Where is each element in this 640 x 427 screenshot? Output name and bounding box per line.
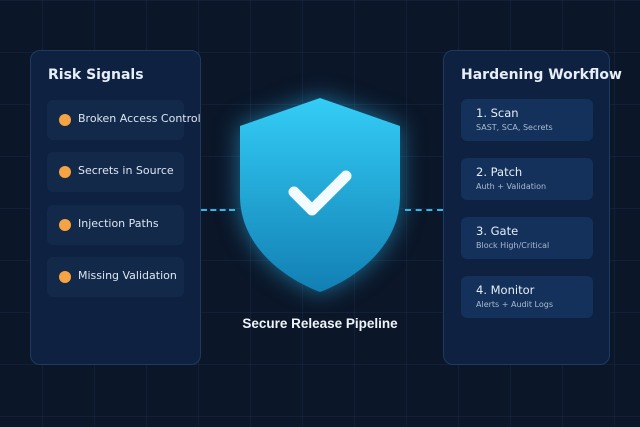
pipeline-caption: Secure Release Pipeline [242,316,398,331]
risk-label: Secrets in Source [78,164,174,177]
step-title: 3. Gate [476,224,519,238]
step-detail: Alerts + Audit Logs [476,300,553,309]
warning-dot-icon [59,114,71,126]
risk-item: Secrets in Source [47,152,184,192]
panel-title: Risk Signals [48,67,144,83]
risk-item: Broken Access Control [47,100,201,140]
connector-right [405,209,443,211]
risk-label: Broken Access Control [78,112,201,125]
warning-dot-icon [59,271,71,283]
risk-item: Injection Paths [47,205,184,245]
step-detail: Block High/Critical [476,241,550,250]
warning-dot-icon [59,166,71,178]
connector-left [201,209,235,211]
step-detail: Auth + Validation [476,182,547,191]
risk-signals-panel: Risk Signals Broken Access Control Secre… [30,50,201,365]
risk-label: Missing Validation [78,269,177,282]
step-title: 2. Patch [476,165,523,179]
step-title: 1. Scan [476,106,519,120]
step-detail: SAST, SCA, Secrets [476,123,553,132]
step-title: 4. Monitor [476,283,535,297]
panel-title: Hardening Workflow [461,67,622,83]
risk-item: Missing Validation [47,257,184,297]
shield-check-icon [240,98,400,292]
warning-dot-icon [59,219,71,231]
risk-label: Injection Paths [78,217,159,230]
